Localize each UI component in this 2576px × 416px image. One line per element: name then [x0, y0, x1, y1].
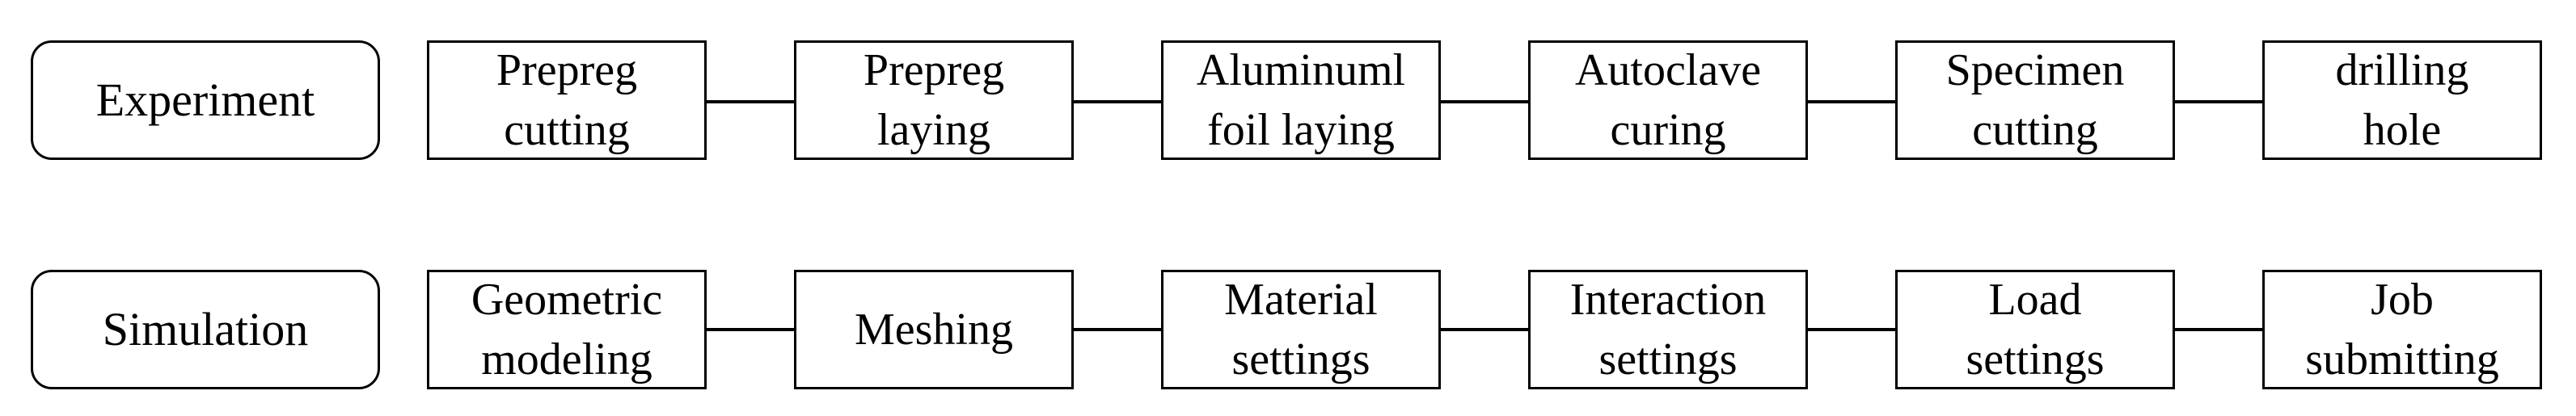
step-line: curing — [1610, 105, 1726, 155]
step-line: hole — [2363, 105, 2442, 155]
step-line: Prepreg — [496, 45, 638, 95]
step-line: cutting — [504, 105, 630, 155]
step-box: drilling hole — [2262, 40, 2542, 160]
step-line: settings — [1598, 334, 1738, 384]
step-line: Interaction — [1569, 275, 1767, 325]
step-box: Meshing — [794, 270, 1074, 389]
step-line: submitting — [2305, 334, 2499, 384]
step-line: Material — [1224, 275, 1378, 325]
step-line: laying — [877, 105, 990, 155]
step-box: Load settings — [1895, 270, 2175, 389]
step-box: Aluminuml foil laying — [1161, 40, 1441, 160]
step-box: Prepreg cutting — [427, 40, 707, 160]
step-line: Prepreg — [863, 45, 1005, 95]
step-line: Meshing — [855, 305, 1013, 355]
step-line: settings — [1966, 334, 2105, 384]
step-line: Specimen — [1945, 45, 2125, 95]
step-line: cutting — [1972, 105, 2098, 155]
step-box: Material settings — [1161, 270, 1441, 389]
step-box: Specimen cutting — [1895, 40, 2175, 160]
step-line: Aluminuml — [1196, 45, 1406, 95]
step-line: settings — [1231, 334, 1370, 384]
row-label-experiment: Experiment — [31, 40, 380, 160]
step-line: Load — [1988, 275, 2082, 325]
row-label-simulation: Simulation — [31, 270, 380, 389]
step-line: drilling — [2335, 45, 2469, 95]
step-line: modeling — [481, 334, 652, 384]
step-box: Prepreg laying — [794, 40, 1074, 160]
row-label-text: Simulation — [102, 303, 309, 355]
step-line: foil laying — [1207, 105, 1395, 155]
step-box: Interaction settings — [1528, 270, 1808, 389]
row-label-text: Experiment — [95, 74, 315, 126]
step-box: Job submitting — [2262, 270, 2542, 389]
step-line: Job — [2371, 275, 2434, 325]
step-line: Autoclave — [1574, 45, 1762, 95]
step-box: Geometric modeling — [427, 270, 707, 389]
step-box: Autoclave curing — [1528, 40, 1808, 160]
step-line: Geometric — [471, 275, 663, 325]
